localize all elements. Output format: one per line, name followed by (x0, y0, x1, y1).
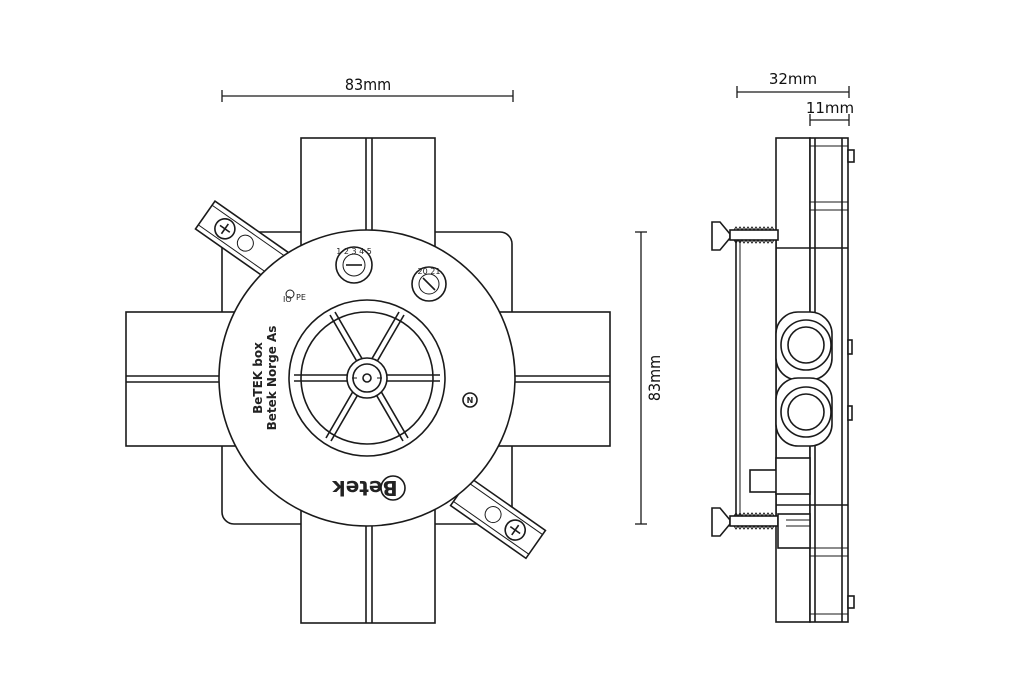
embossed-text-line1: BeTEK box (251, 342, 265, 414)
embossed-text-line2: Betek Norge As (265, 326, 279, 431)
betek-logo: Betek (332, 475, 406, 501)
screw-head-icon (214, 218, 236, 240)
dimension-top-width: 83mm (221, 75, 514, 102)
dimension-front-height: 83mm (635, 231, 664, 525)
svg-text:83mm: 83mm (645, 355, 664, 401)
membrane-outer-ring (288, 299, 446, 457)
svg-text:83mm: 83mm (345, 75, 391, 94)
svg-text:Betek: Betek (332, 476, 398, 500)
conduit-entry-lower (775, 377, 833, 447)
side-lock-tab (749, 457, 811, 495)
svg-text:20 21: 20 21 (418, 267, 441, 276)
certification-mark-icon: PE IO (283, 289, 306, 304)
screw-tab-upper-left (194, 200, 290, 282)
membrane-inner-ring (300, 311, 434, 445)
svg-text:IO: IO (283, 295, 292, 304)
svg-text:N: N (467, 396, 474, 405)
screw-tab-lower-right (449, 476, 547, 560)
dimension-side-depth: 32mm (736, 70, 850, 98)
conduit-entry-upper (775, 311, 833, 381)
screw-upper-icon (711, 221, 779, 251)
date-dial-left: 1 2 3 4 5 (335, 246, 373, 284)
front-view: 1 2 3 4 5 20 21 PE IO N BeTEK box Betek … (125, 75, 664, 624)
screw-lower-icon (711, 507, 811, 549)
svg-text:1 2 3 4 5: 1 2 3 4 5 (336, 247, 372, 256)
side-view: 32mm 11mm (711, 70, 855, 623)
date-dial-right: 20 21 (411, 266, 447, 302)
n-mark-icon: N (462, 392, 478, 408)
svg-text:PE: PE (296, 293, 306, 302)
svg-text:11mm: 11mm (806, 99, 854, 117)
dimension-side-flange: 11mm (806, 99, 854, 126)
center-hub (346, 357, 388, 399)
svg-text:32mm: 32mm (769, 70, 817, 88)
screw-head-icon (504, 519, 527, 541)
